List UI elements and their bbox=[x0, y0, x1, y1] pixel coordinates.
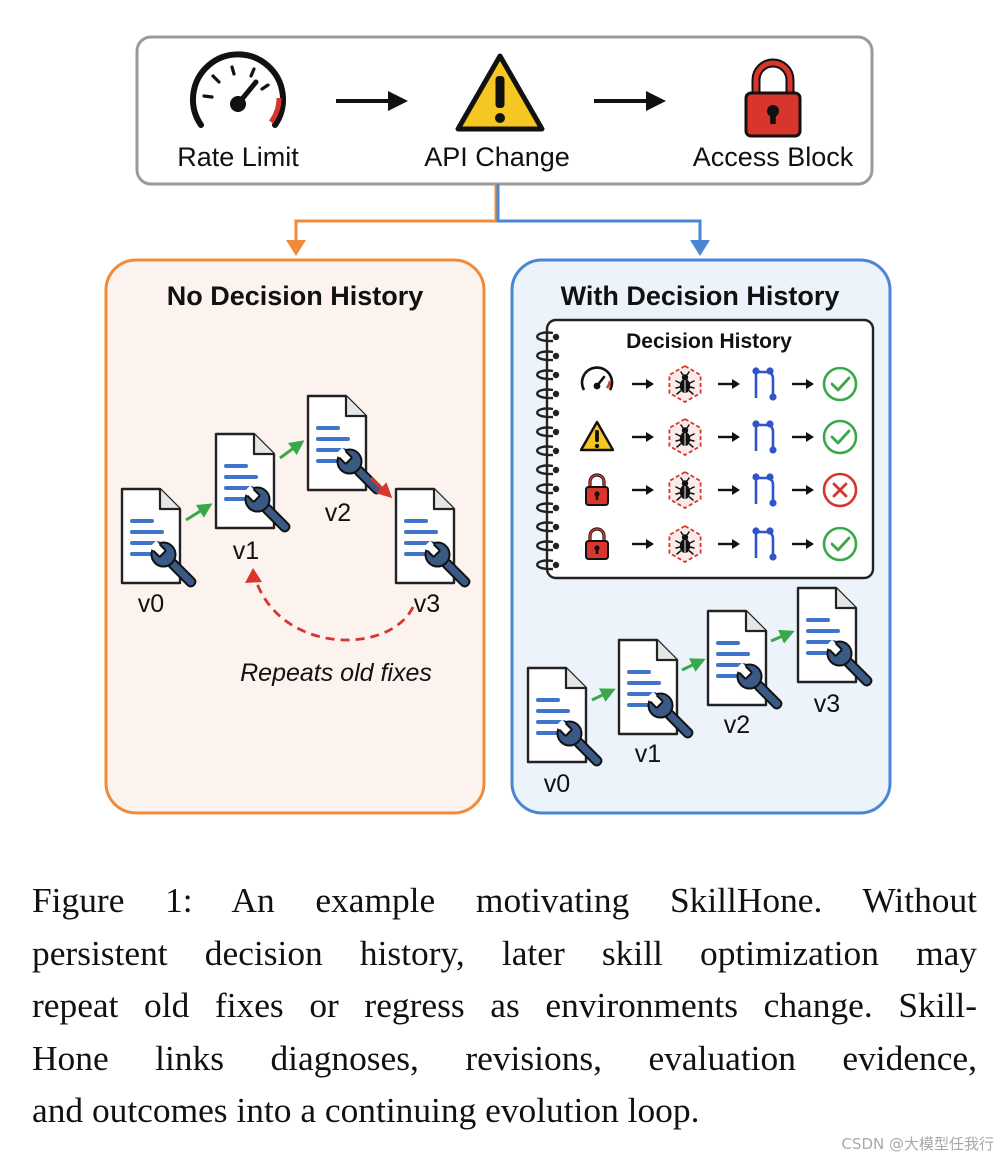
notebook-title: Decision History bbox=[626, 330, 792, 353]
notebook-ring bbox=[536, 350, 554, 362]
split-connector bbox=[286, 184, 710, 256]
version-label-v2: v2 bbox=[325, 499, 351, 527]
check-icon bbox=[822, 366, 858, 402]
notebook-hole bbox=[552, 504, 560, 512]
notebook-hole bbox=[552, 352, 560, 360]
notebook-hole bbox=[552, 447, 560, 455]
left-panel-title: No Decision History bbox=[167, 281, 424, 311]
progress-arrow bbox=[591, 688, 616, 702]
caption-line: and outcomes into a continuing evolution… bbox=[32, 1090, 700, 1130]
version-label-v2: v2 bbox=[724, 711, 750, 739]
regress-arrow bbox=[369, 476, 393, 499]
version-label-v3: v3 bbox=[414, 590, 440, 618]
warning-icon bbox=[455, 53, 545, 132]
diagram-canvas: Rate Limit API Change Access Block No De… bbox=[104, 35, 892, 815]
notebook-ring bbox=[536, 521, 554, 533]
caption-line: Figure 1: An example motivating SkillHon… bbox=[32, 880, 977, 920]
notebook-ring bbox=[536, 331, 554, 343]
notebook-hole bbox=[552, 371, 560, 379]
version-label-v0: v0 bbox=[138, 590, 164, 618]
notebook-rings bbox=[536, 331, 560, 571]
watermark: CSDN @大模型任我行 bbox=[841, 1135, 994, 1153]
version-label-v1: v1 bbox=[635, 740, 661, 768]
notebook-ring bbox=[536, 445, 554, 457]
caption-line: persistent decision history, later skill… bbox=[32, 932, 977, 973]
cross-icon bbox=[822, 472, 858, 508]
progress-arrow bbox=[681, 658, 706, 672]
caption-line: repeat old fixes or regress as environme… bbox=[32, 985, 977, 1025]
left-panel: No Decision History v0 v1 v2 v3 Repeats … bbox=[104, 258, 486, 815]
notebook-ring bbox=[536, 369, 554, 381]
progress-arrow bbox=[279, 440, 305, 460]
check-icon bbox=[822, 419, 858, 455]
notebook-ring bbox=[536, 483, 554, 495]
padlock-icon bbox=[744, 58, 802, 138]
right-panel-title: With Decision History bbox=[561, 281, 840, 311]
notebook-hole bbox=[552, 428, 560, 436]
notebook-ring bbox=[536, 388, 554, 400]
decision-history-notebook: Decision History bbox=[536, 318, 875, 580]
version-label-v3: v3 bbox=[814, 690, 840, 718]
notebook-hole bbox=[552, 542, 560, 550]
top-flow-box: Rate Limit API Change Access Block bbox=[135, 35, 874, 186]
progress-arrow bbox=[185, 503, 213, 522]
notebook-ring bbox=[536, 426, 554, 438]
version-label-v1: v1 bbox=[233, 537, 259, 565]
version-label-v0: v0 bbox=[544, 770, 570, 798]
repeat-loop-arrow bbox=[253, 577, 415, 642]
notebook-ring bbox=[536, 407, 554, 419]
notebook-hole bbox=[552, 561, 560, 569]
progress-arrow bbox=[770, 629, 795, 644]
caption-line: Hone links diagnoses, revisions, evaluat… bbox=[32, 1037, 977, 1078]
check-icon bbox=[822, 526, 858, 562]
figure-caption: Figure 1: An example motivating SkillHon… bbox=[32, 874, 977, 1137]
speedometer-icon bbox=[190, 51, 286, 128]
notebook-hole bbox=[552, 390, 560, 398]
step-label-access-block: Access Block bbox=[693, 142, 854, 172]
notebook-hole bbox=[552, 485, 560, 493]
notebook-hole bbox=[552, 333, 560, 341]
notebook-ring bbox=[536, 540, 554, 552]
notebook-ring bbox=[536, 464, 554, 476]
step-label-api-change: API Change bbox=[424, 142, 570, 172]
notebook-hole bbox=[552, 409, 560, 417]
repeat-loop-label: Repeats old fixes bbox=[240, 659, 432, 687]
notebook-ring bbox=[536, 559, 554, 571]
right-panel: With Decision History Decision History bbox=[510, 258, 892, 815]
notebook-ring bbox=[536, 502, 554, 514]
notebook-hole bbox=[552, 523, 560, 531]
notebook-hole bbox=[552, 466, 560, 474]
step-label-rate-limit: Rate Limit bbox=[177, 142, 299, 172]
